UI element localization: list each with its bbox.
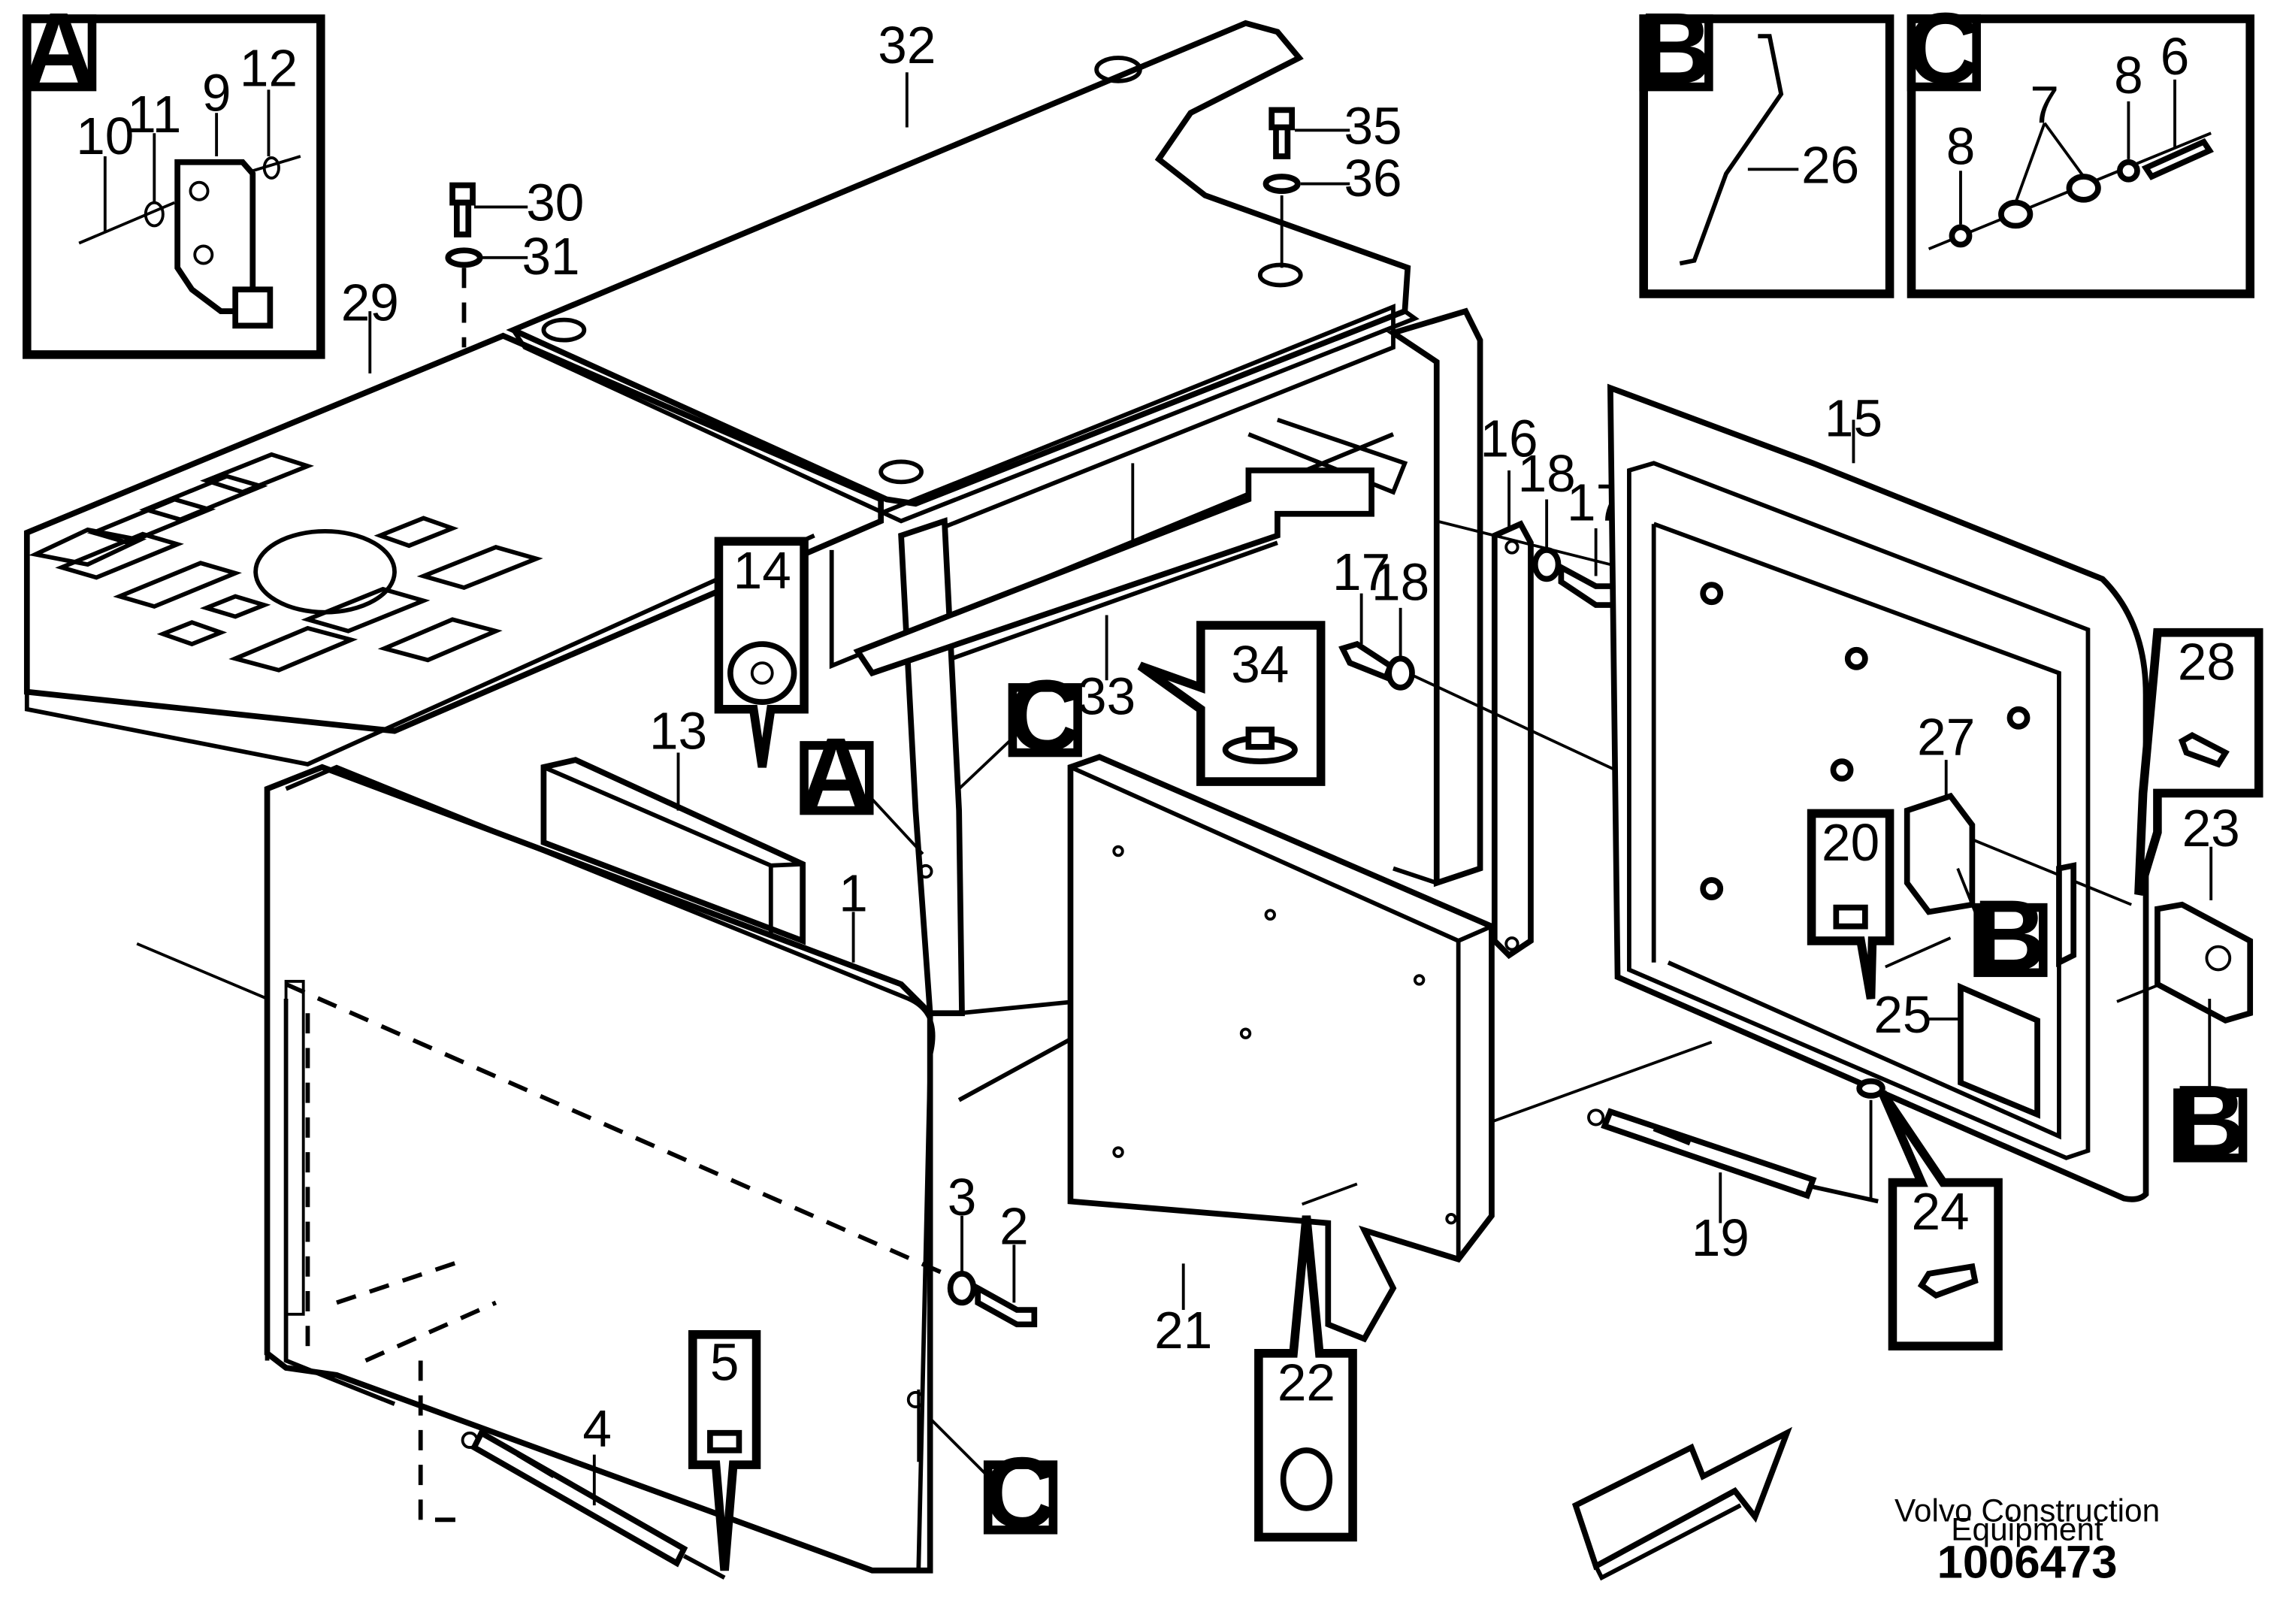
bolt-group-2-3: 3 2 xyxy=(948,1168,1038,1328)
frame-structure: 33 xyxy=(829,304,1483,1102)
callout-31: 31 xyxy=(522,227,579,286)
bolt-group-35-36: 35 36 xyxy=(1262,97,1402,268)
detail-box-c-letter: C xyxy=(1907,0,1979,105)
ref-a-text: A xyxy=(800,717,872,830)
callout-7: 7 xyxy=(2030,75,2059,134)
panel-21: 21 xyxy=(1067,754,1713,1359)
ref-c-upper-text: C xyxy=(1008,659,1081,773)
callout-16: 16 xyxy=(1480,410,1538,468)
ref-label-b-lower: B xyxy=(2173,998,2248,1178)
callout-25: 25 xyxy=(1873,985,1931,1044)
callout-8a: 8 xyxy=(1946,117,1976,176)
side-door-1: 1 xyxy=(136,764,946,1574)
lock-23: 23 xyxy=(2116,799,2254,1024)
block-13: 13 xyxy=(540,702,806,945)
bolt-group-30-31: 30 31 xyxy=(445,174,584,348)
ref-b-mid-text: B xyxy=(1973,879,2046,992)
callout-box-14: 14 xyxy=(714,537,809,768)
callout-34: 34 xyxy=(1231,635,1289,694)
ref-label-c-lower: C xyxy=(929,1417,1058,1550)
callout-35: 35 xyxy=(1344,97,1402,156)
callout-box-34: 34 xyxy=(1137,621,1326,786)
callout-13: 13 xyxy=(649,702,707,761)
detail-box-b: B 26 xyxy=(1639,0,1894,298)
latch-27: 27 xyxy=(1904,707,2132,968)
direction-arrow xyxy=(1571,1426,1793,1581)
bolt-group-17-18-lower: 17 18 xyxy=(1332,543,1429,691)
callout-box-20: 20 xyxy=(1807,809,1952,1099)
callout-18a: 18 xyxy=(1518,444,1576,503)
ref-label-a: A xyxy=(800,717,933,879)
ref-label-b-mid: B xyxy=(1956,867,2048,992)
callout-11: 11 xyxy=(127,85,181,144)
callout-box-5: 5 xyxy=(688,1330,761,1571)
callout-5: 5 xyxy=(710,1332,739,1391)
rear-door-15: 15 xyxy=(1607,383,2149,1202)
callout-box-22: 22 xyxy=(1254,1215,1357,1542)
callout-1: 1 xyxy=(839,863,868,922)
callout-26: 26 xyxy=(1801,136,1859,195)
footer-code: 1006473 xyxy=(1937,1536,2118,1588)
detail-box-b-letter: B xyxy=(1639,0,1712,105)
hinge-16: 16 xyxy=(1407,410,1640,960)
plate-25: 25 xyxy=(1873,982,2040,1119)
top-cover-29: 29 xyxy=(23,274,884,767)
callout-box-24: 24 xyxy=(1878,1090,2003,1350)
callout-15: 15 xyxy=(1825,389,1882,448)
ref-label-c-upper: C xyxy=(957,659,1082,791)
callout-33: 33 xyxy=(1078,667,1135,726)
callout-6: 6 xyxy=(2161,27,2190,86)
callout-8b: 8 xyxy=(2114,46,2143,104)
callout-17b: 17 xyxy=(1332,543,1390,601)
callout-23: 23 xyxy=(2182,799,2240,857)
gas-strut-4: 4 xyxy=(461,1399,726,1580)
ref-c-lower-text: C xyxy=(983,1436,1056,1550)
callout-20: 20 xyxy=(1822,813,1879,872)
detail-box-c: C 8 7 8 6 xyxy=(1907,0,2254,298)
footer-credit: Volvo Construction Equipment 1006473 xyxy=(1894,1492,2160,1588)
detail-box-a: A 10 11 9 12 xyxy=(23,0,325,359)
callout-4: 4 xyxy=(582,1399,612,1458)
callout-22: 22 xyxy=(1278,1353,1335,1411)
callout-18b: 18 xyxy=(1371,552,1429,611)
callout-21: 21 xyxy=(1154,1301,1212,1359)
footer-line1: Volvo Construction xyxy=(1894,1492,2160,1528)
callout-29: 29 xyxy=(341,274,399,332)
detail-box-a-letter: A xyxy=(23,0,95,105)
callout-2: 2 xyxy=(999,1196,1029,1255)
callout-box-28: 28 xyxy=(2134,628,2263,896)
callout-30: 30 xyxy=(526,174,584,232)
callout-3: 3 xyxy=(948,1168,977,1226)
callout-19: 19 xyxy=(1692,1208,1749,1267)
callout-9: 9 xyxy=(202,63,231,122)
footer-line2: Equipment xyxy=(1951,1511,2103,1547)
callout-27: 27 xyxy=(1917,707,1975,766)
callout-14: 14 xyxy=(733,541,791,600)
callout-36: 36 xyxy=(1344,149,1402,207)
callout-10: 10 xyxy=(76,107,134,165)
callout-24: 24 xyxy=(1911,1182,1969,1241)
callout-28: 28 xyxy=(2178,632,2236,691)
callout-32: 32 xyxy=(878,16,936,74)
gas-strut-19: 19 xyxy=(1587,1099,1879,1267)
callout-12: 12 xyxy=(240,39,298,98)
